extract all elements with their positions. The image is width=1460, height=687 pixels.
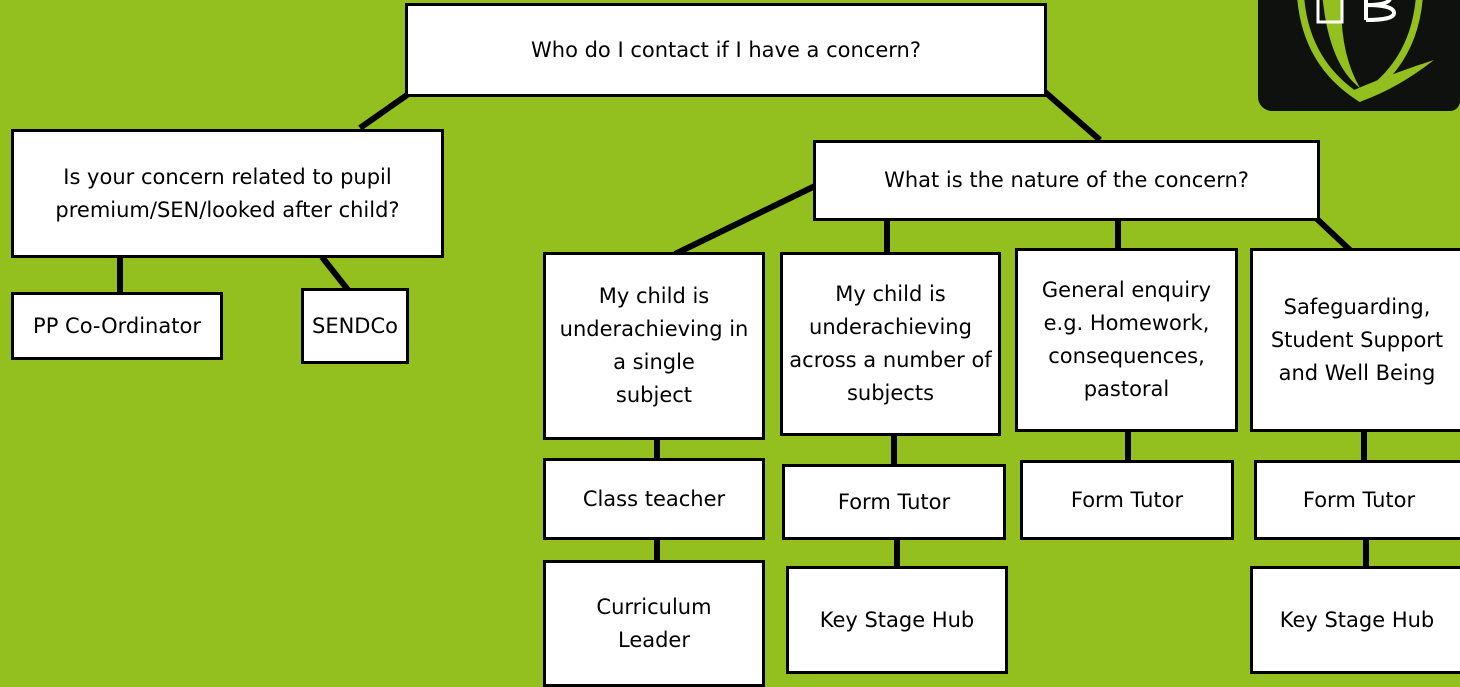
key-stage-hub-box-safeguarding: Key Stage Hub (1250, 566, 1460, 674)
connector-left-sendco (319, 255, 351, 292)
connector-right-cat1 (673, 183, 817, 257)
form-tutor-box-multiple: Form Tutor (782, 464, 1006, 540)
connector-root-right (1043, 89, 1102, 143)
curriculum-leader-box: Curriculum Leader (543, 560, 765, 687)
form-tutor-box-safeguarding: Form Tutor (1254, 460, 1460, 540)
pp-coordinator-box: PP Co-Ordinator (11, 292, 223, 360)
category-single-subject-box: My child is underachieving in a single s… (543, 252, 765, 440)
sendco-box: SENDCo (301, 288, 409, 364)
connector-root-left (358, 92, 409, 131)
category-general-enquiry-box: General enquiry e.g. Homework, consequen… (1015, 248, 1238, 432)
school-crest-logo-icon (1258, 0, 1460, 111)
connector-right-cat4 (1314, 216, 1353, 253)
category-multiple-subjects-box: My child is underachieving across a numb… (780, 252, 1001, 436)
category-safeguarding-box: Safeguarding, Student Support and Well B… (1250, 248, 1460, 432)
key-stage-hub-box-multiple: Key Stage Hub (786, 566, 1008, 674)
form-tutor-box-general: Form Tutor (1020, 460, 1234, 540)
class-teacher-box: Class teacher (543, 458, 765, 540)
left-question-box: Is your concern related to pupil premium… (11, 129, 444, 258)
root-question-box: Who do I contact if I have a concern? (405, 3, 1047, 97)
right-question-box: What is the nature of the concern? (813, 140, 1320, 221)
